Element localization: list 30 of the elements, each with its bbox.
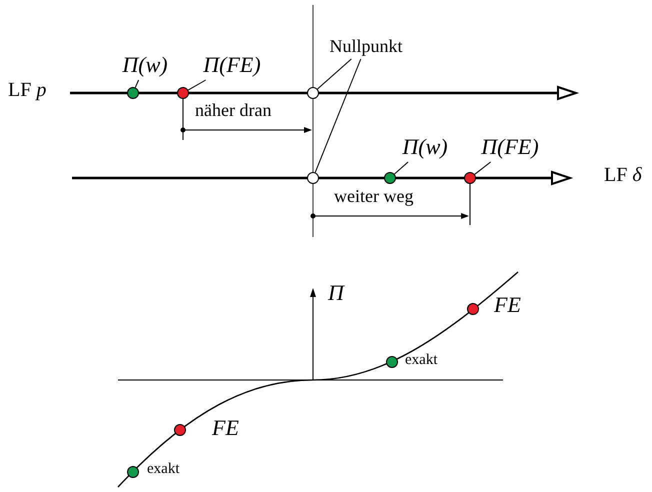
point-marker	[467, 303, 480, 316]
leader-line	[134, 80, 140, 88]
dimension-label: näher dran	[195, 101, 272, 119]
leader-line	[188, 80, 206, 91]
math-label: Π(w)	[112, 50, 178, 80]
point-marker	[386, 356, 398, 368]
point-label: FE	[212, 417, 239, 439]
point-marker	[127, 87, 139, 99]
axis-label: Π	[328, 282, 344, 304]
dimension-label: weiter weg	[334, 187, 414, 205]
line-label: LF p	[8, 80, 46, 100]
point-marker	[174, 424, 186, 436]
leader-line	[474, 162, 492, 175]
point-label: FE	[494, 294, 521, 316]
point-marker	[384, 172, 396, 184]
leader-line	[317, 58, 352, 90]
leader-line	[314, 58, 362, 173]
line-label: LF δ	[604, 165, 642, 185]
leader-line	[394, 162, 409, 175]
point-marker	[177, 87, 189, 99]
point-label: exakt	[405, 353, 438, 368]
math-label: Π(FE)	[470, 132, 550, 162]
point-label: exakt	[147, 462, 180, 477]
math-label: Π(w)	[392, 132, 458, 162]
math-label: Π(FE)	[192, 50, 272, 80]
point-marker	[307, 172, 319, 184]
point-marker	[464, 172, 476, 184]
point-marker	[307, 87, 319, 99]
point-marker	[126, 466, 139, 478]
math-label: Nullpunkt	[322, 33, 410, 59]
